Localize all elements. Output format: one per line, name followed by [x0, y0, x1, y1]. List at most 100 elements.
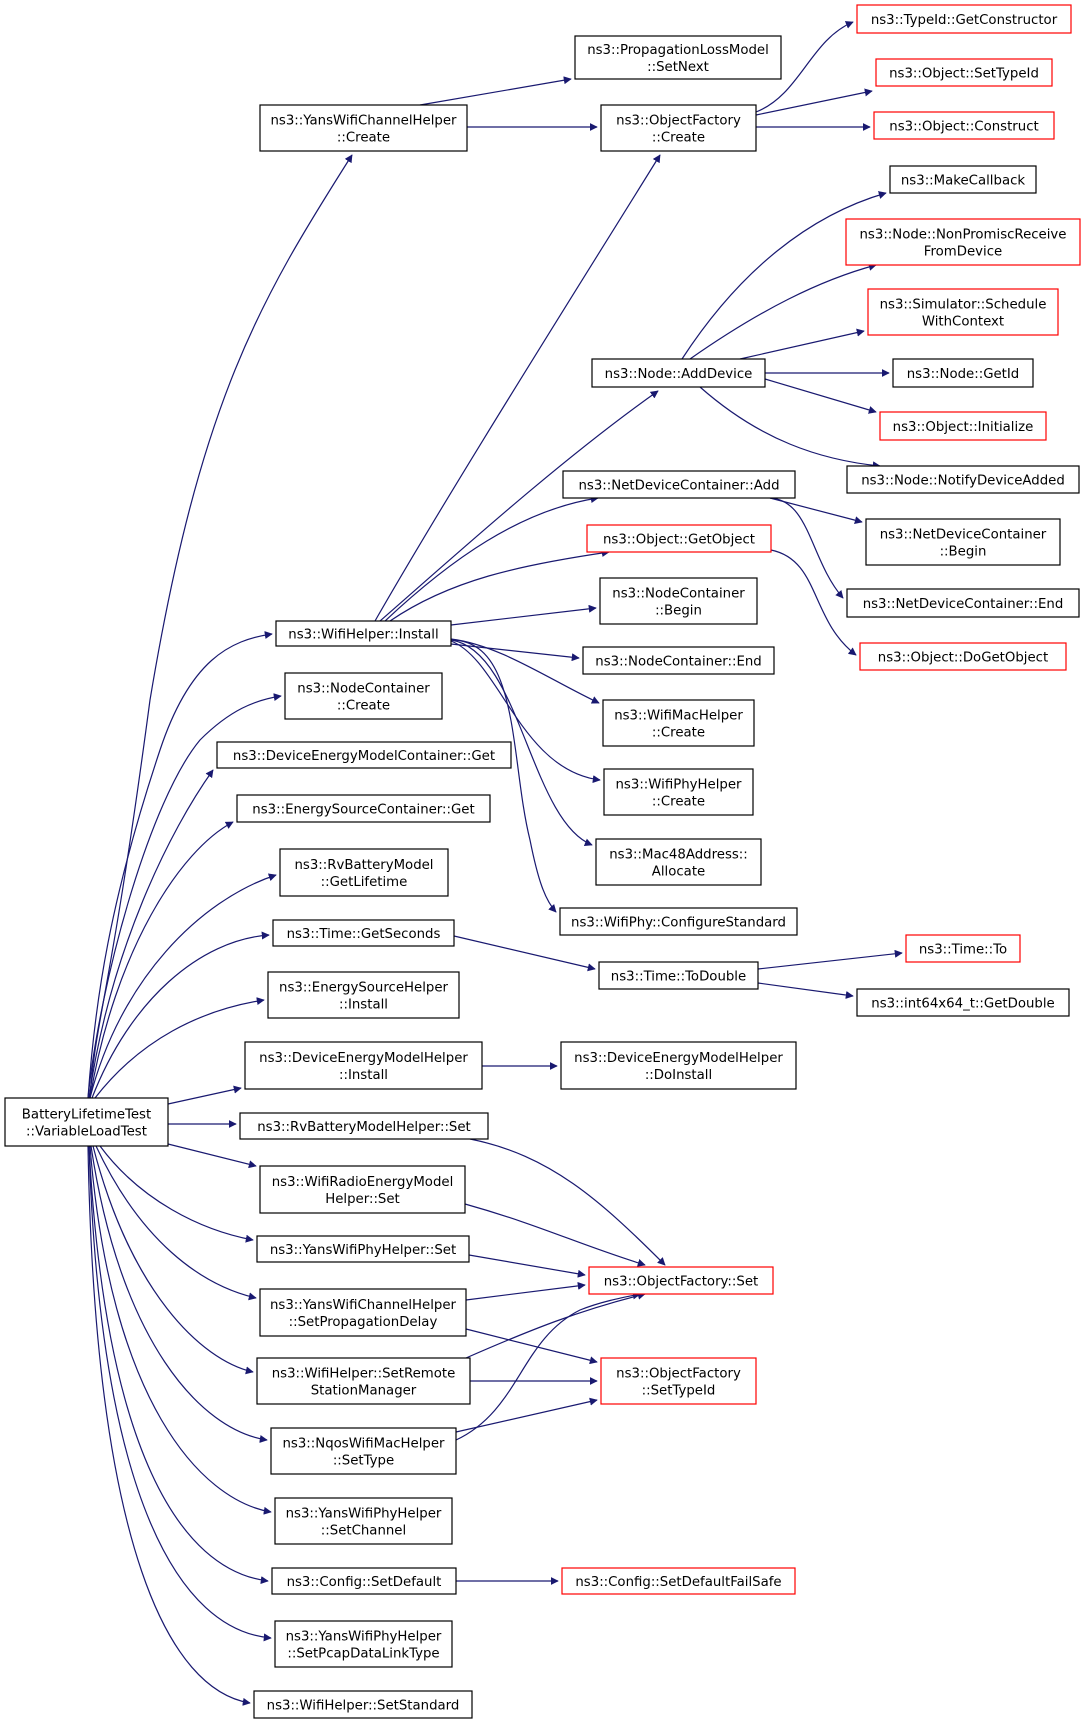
call-edge-ywch_setprop-to-of_settypeid	[465, 1328, 598, 1365]
node-label-line: ns3::EnergySourceContainer::Get	[252, 803, 474, 818]
node-box	[582, 646, 775, 675]
node-label-line: Allocate	[652, 865, 705, 880]
node-plm-setnext[interactable]: ns3::PropagationLossModel::SetNext	[574, 35, 782, 80]
node-rvbh-set[interactable]: ns3::RvBatteryModelHelper::Set	[239, 1112, 489, 1140]
node-nqos-settype[interactable]: ns3::NqosWifiMacHelper::SetType	[270, 1427, 457, 1475]
node-time-getseconds[interactable]: ns3::Time::GetSeconds	[272, 919, 455, 947]
call-edge-node_adddevice-to-sim_schedulectx	[739, 328, 865, 360]
node-label-line: ns3::Object::DoGetObject	[878, 651, 1048, 666]
node-label-line: ns3::MakeCallback	[901, 174, 1026, 189]
node-label-line: ::SetPropagationDelay	[289, 1315, 438, 1330]
node-box	[845, 218, 1081, 266]
node-box	[279, 848, 449, 897]
node-obj-settypeid[interactable]: ns3::Object::SetTypeId	[875, 58, 1053, 87]
node-wmh-create[interactable]: ns3::WifiMacHelper::Create	[602, 699, 755, 747]
node-label-line: ns3::ObjectFactory	[616, 114, 741, 129]
node-of-create[interactable]: ns3::ObjectFactory::Create	[600, 104, 757, 152]
node-esc-get[interactable]: ns3::EnergySourceContainer::Get	[236, 794, 491, 823]
node-ywph-setchannel[interactable]: ns3::YansWifiPhyHelper::SetChannel	[274, 1497, 453, 1545]
node-ndc-add[interactable]: ns3::NetDeviceContainer::Add	[562, 470, 796, 499]
node-obj-getobject[interactable]: ns3::Object::GetObject	[586, 524, 772, 553]
node-label-line: ns3::NqosWifiMacHelper	[282, 1437, 445, 1452]
node-box	[598, 961, 759, 990]
call-edge-wifi_install-to-nc_end	[450, 643, 580, 662]
node-demh-install[interactable]: ns3::DeviceEnergyModelHelper::Install	[244, 1041, 483, 1090]
call-edge-root-to-nqos_settype	[90, 1145, 268, 1443]
node-box	[856, 4, 1072, 34]
node-label-line: ::SetChannel	[321, 1524, 406, 1539]
node-nc-begin[interactable]: ns3::NodeContainer::Begin	[599, 577, 758, 625]
node-ywch-setprop[interactable]: ns3::YansWifiChannelHelper::SetPropagati…	[259, 1288, 467, 1337]
node-obj-construct[interactable]: ns3::Object::Construct	[873, 111, 1055, 140]
call-edge-node_adddevice-to-node_notifyadded	[699, 386, 881, 470]
call-edge-root-to-demc_get	[88, 769, 214, 1099]
node-ywph-setpcap[interactable]: ns3::YansWifiPhyHelper::SetPcapDataLinkT…	[274, 1620, 453, 1668]
node-label-line: ns3::WifiHelper::SetRemote	[272, 1367, 456, 1382]
node-box	[595, 838, 762, 886]
node-box	[216, 741, 512, 769]
node-box	[600, 104, 757, 152]
node-node-notifyadded[interactable]: ns3::Node::NotifyDeviceAdded	[846, 465, 1080, 494]
node-box	[879, 411, 1047, 441]
node-node-getid[interactable]: ns3::Node::GetId	[892, 358, 1034, 388]
node-node-adddevice[interactable]: ns3::Node::AddDevice	[591, 358, 766, 388]
node-label-line: ::SetNext	[647, 60, 709, 75]
node-ndc-begin[interactable]: ns3::NetDeviceContainer::Begin	[865, 518, 1061, 566]
node-box	[859, 642, 1067, 671]
node-label-line: ns3::YansWifiPhyHelper	[286, 1507, 442, 1522]
call-edge-root-to-config_setdefault	[88, 1145, 269, 1585]
node-ywph-set[interactable]: ns3::YansWifiPhyHelper::Set	[256, 1235, 470, 1263]
node-ndc-end[interactable]: ns3::NetDeviceContainer::End	[846, 588, 1080, 618]
node-demh-doinstall[interactable]: ns3::DeviceEnergyModelHelper::DoInstall	[560, 1041, 797, 1090]
call-edge-yans_channel_create-to-plm_setnext	[419, 76, 572, 106]
node-esh-install[interactable]: ns3::EnergySourceHelper::Install	[267, 971, 460, 1019]
node-nodecontainer-create[interactable]: ns3::NodeContainer::Create	[284, 672, 443, 720]
node-nc-end[interactable]: ns3::NodeContainer::End	[582, 646, 775, 675]
node-demc-get[interactable]: ns3::DeviceEnergyModelContainer::Get	[216, 741, 512, 769]
node-of-settypeid[interactable]: ns3::ObjectFactory::SetTypeId	[600, 1357, 757, 1405]
node-obj-dogetobject[interactable]: ns3::Object::DoGetObject	[859, 642, 1067, 671]
node-box	[591, 358, 766, 388]
node-box	[905, 934, 1021, 963]
node-config-setdefaultfs[interactable]: ns3::Config::SetDefaultFailSafe	[561, 1567, 796, 1595]
node-of-set[interactable]: ns3::ObjectFactory::Set	[588, 1266, 774, 1295]
node-label-line: ::Create	[652, 795, 705, 810]
node-box	[275, 620, 452, 647]
node-typeid-getctor[interactable]: ns3::TypeId::GetConstructor	[856, 4, 1072, 34]
node-label-line: ::DoInstall	[645, 1068, 712, 1083]
node-box	[272, 919, 455, 947]
call-edge-wifi_install-to-wmh_create	[450, 638, 600, 704]
node-mac48-allocate[interactable]: ns3::Mac48Address::Allocate	[595, 838, 762, 886]
node-box	[259, 1165, 466, 1214]
node-wh-setstandard[interactable]: ns3::WifiHelper::SetStandard	[253, 1690, 473, 1719]
node-yans-channel-create[interactable]: ns3::YansWifiChannelHelper::Create	[259, 104, 468, 152]
node-label-line: ns3::Node::GetId	[907, 367, 1020, 382]
node-box	[588, 1266, 774, 1295]
node-wph-create[interactable]: ns3::WifiPhyHelper::Create	[603, 768, 754, 816]
node-obj-initialize[interactable]: ns3::Object::Initialize	[879, 411, 1047, 441]
node-label-line: ns3::WifiPhy::ConfigureStandard	[571, 916, 786, 931]
call-edge-wifi_install-to-mac48_allocate	[450, 639, 593, 846]
node-config-setdefault[interactable]: ns3::Config::SetDefault	[271, 1567, 457, 1595]
node-box	[274, 1620, 453, 1668]
node-time-to[interactable]: ns3::Time::To	[905, 934, 1021, 963]
call-edge-root-to-ywph_setchannel	[89, 1145, 272, 1515]
node-label-line: ns3::YansWifiChannelHelper	[270, 114, 457, 129]
node-int64-getdouble[interactable]: ns3::int64x64_t::GetDouble	[856, 988, 1070, 1017]
call-edge-wifi_install-to-wifiphy_configstd	[450, 639, 557, 913]
node-wifiphy-configstd[interactable]: ns3::WifiPhy::ConfigureStandard	[559, 907, 798, 936]
node-box	[560, 1041, 797, 1090]
node-label-line: ns3::NetDeviceContainer::End	[863, 597, 1064, 612]
node-label-line: ns3::YansWifiChannelHelper	[270, 1298, 457, 1313]
node-box	[259, 104, 468, 152]
node-wifi-install[interactable]: ns3::WifiHelper::Install	[275, 620, 452, 647]
node-time-todouble[interactable]: ns3::Time::ToDouble	[598, 961, 759, 990]
node-rvb-getlifetime[interactable]: ns3::RvBatteryModel::GetLifetime	[279, 848, 449, 897]
node-label-line: ns3::Time::ToDouble	[611, 970, 746, 985]
node-makecallback[interactable]: ns3::MakeCallback	[889, 165, 1037, 194]
